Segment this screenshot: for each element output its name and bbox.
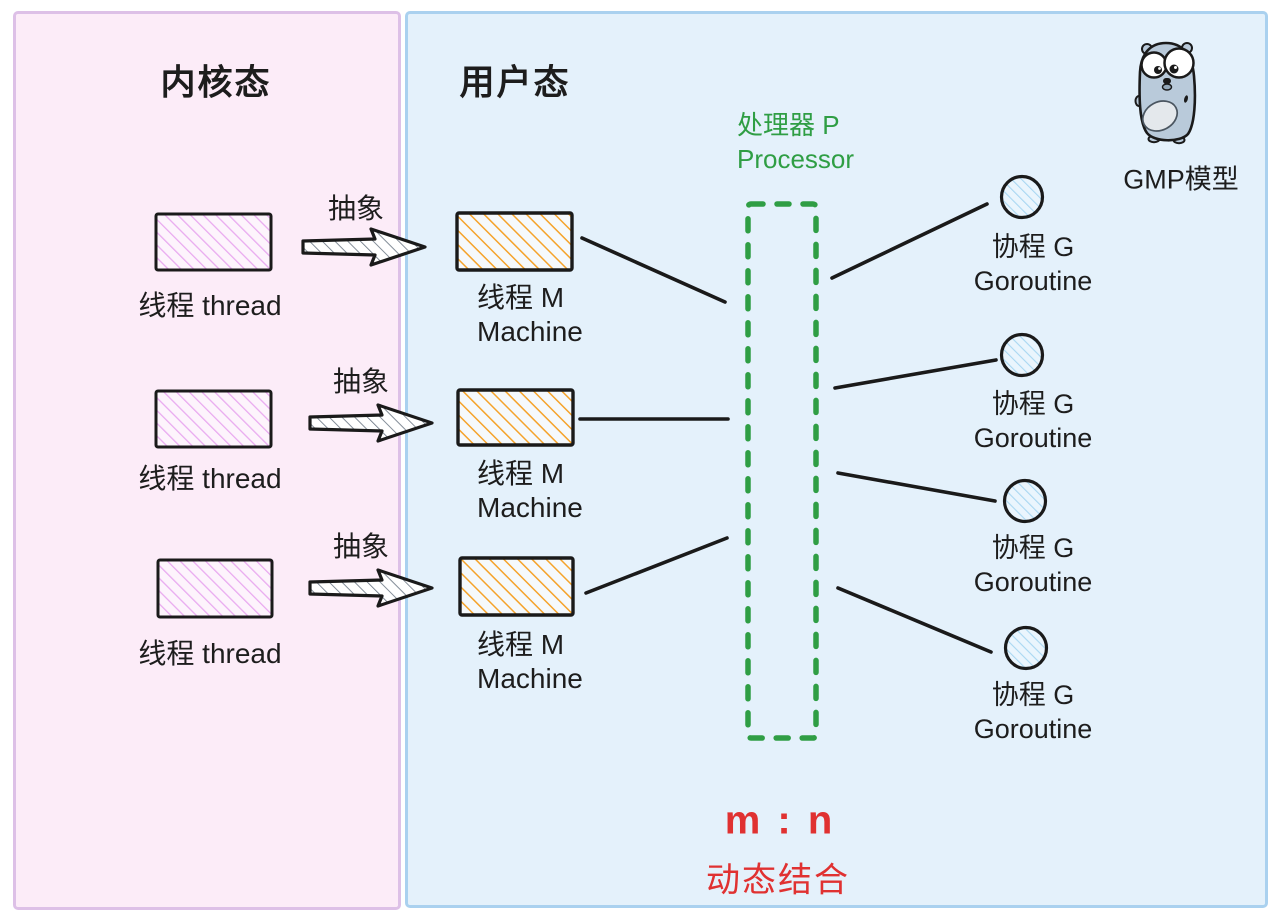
goroutine-label: 协程 G Goroutine — [974, 230, 1093, 298]
goroutine-label: 协程 G Goroutine — [974, 387, 1093, 455]
user-mode-title: 用户态 — [459, 63, 571, 103]
ratio-formula: m : n — [724, 798, 836, 843]
processor-label-en: Processor — [737, 144, 855, 174]
ratio-caption: 动态结合 — [706, 861, 850, 900]
gopher-caption: GMP模型 — [1123, 164, 1239, 195]
goroutine-label-en: Goroutine — [973, 567, 1093, 597]
processor-label: 处理器 P Processor — [737, 108, 854, 176]
goroutine-label-zh: 协程 G — [991, 389, 1075, 419]
goroutine-label-zh: 协程 G — [991, 533, 1075, 563]
machine-label-en: Machine — [477, 663, 583, 694]
abstraction-label: 抽象 — [327, 193, 385, 224]
thread-label: 线程 thread — [138, 638, 282, 669]
machine-label-zh: 线程 M — [477, 629, 565, 660]
machine-label: 线程 M Machine — [477, 281, 583, 349]
goroutine-label-zh: 协程 G — [991, 680, 1075, 710]
machine-label: 线程 M Machine — [477, 457, 583, 525]
goroutine-label-zh: 协程 G — [991, 232, 1075, 262]
abstraction-label: 抽象 — [332, 531, 390, 562]
user-mode-panel — [405, 11, 1268, 908]
machine-label-zh: 线程 M — [477, 458, 565, 489]
goroutine-label-en: Goroutine — [973, 423, 1093, 453]
processor-label-zh: 处理器 P — [737, 110, 840, 140]
goroutine-label: 协程 G Goroutine — [974, 531, 1093, 599]
machine-label-en: Machine — [477, 316, 583, 347]
kernel-mode-panel — [13, 11, 401, 910]
kernel-mode-title: 内核态 — [160, 63, 272, 103]
goroutine-label-en: Goroutine — [973, 714, 1093, 744]
machine-label: 线程 M Machine — [477, 628, 583, 696]
thread-label: 线程 thread — [138, 463, 282, 494]
goroutine-label-en: Goroutine — [973, 266, 1093, 296]
machine-label-zh: 线程 M — [477, 282, 565, 313]
machine-label-en: Machine — [477, 492, 583, 523]
thread-label: 线程 thread — [138, 290, 282, 321]
abstraction-label: 抽象 — [332, 366, 390, 397]
goroutine-label: 协程 G Goroutine — [974, 678, 1093, 746]
